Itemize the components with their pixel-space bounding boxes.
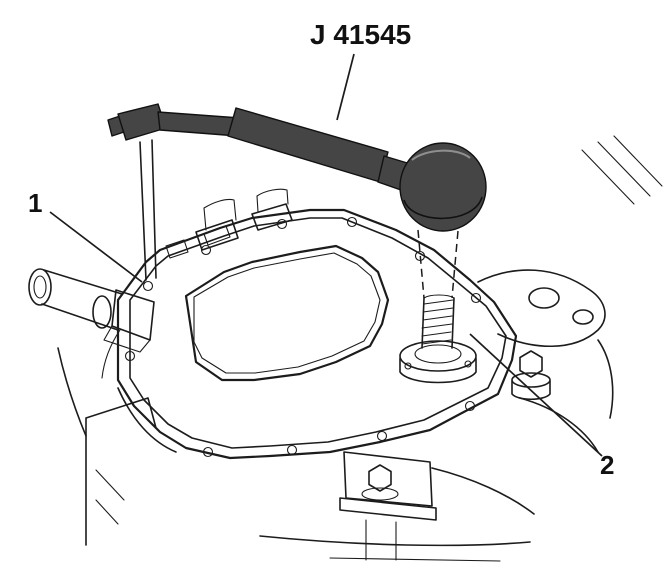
alignment-dash-right [451, 230, 459, 299]
rod-edge [151, 139, 157, 279]
bolt-hole [464, 400, 476, 412]
alignment-dash-left [417, 229, 425, 299]
left-guide-tube [28, 268, 155, 353]
stud-boss-outer [399, 340, 477, 372]
solenoid-bump-inner [203, 225, 231, 246]
bolt-hole [286, 444, 298, 456]
tube-collar [92, 295, 112, 329]
case-edge-right-lower [519, 397, 599, 453]
knob-base-curve [403, 196, 483, 220]
tool-knob [399, 142, 487, 232]
tool-label: J 41545 [310, 19, 411, 50]
cover-inner-gasket-edge [129, 217, 507, 449]
rod-edge [139, 141, 147, 281]
boss-bolt [404, 362, 412, 370]
case-edge-right [597, 339, 614, 419]
lower-left-hatch [95, 469, 125, 525]
stud-boss-cylinder [399, 357, 477, 384]
top-edge-tab [165, 239, 189, 259]
stud-threads [421, 294, 455, 345]
valve-body-cover [116, 188, 518, 460]
background-hatch-line [613, 135, 663, 187]
tube-top-edge [43, 269, 123, 295]
bottom-bracket [339, 451, 437, 561]
bracket-hole [528, 287, 560, 309]
bolt-hole [346, 216, 358, 228]
background-hatch-line [597, 141, 651, 197]
callout-1-label: 1 [28, 188, 42, 218]
knob-highlight [411, 149, 471, 161]
background-hatch-line [581, 149, 635, 205]
tool-left-rod [139, 139, 157, 281]
tool-handle [227, 107, 389, 183]
cover-solenoid-bumps [165, 188, 293, 259]
right-bracket-arm [477, 269, 606, 348]
cover-support-curve [117, 387, 177, 453]
bolt-hole [376, 430, 388, 442]
alignment-stud [399, 229, 477, 384]
callout-2-label: 2 [600, 450, 614, 480]
callout-1-leader [49, 211, 143, 283]
cover-bolt-holes [124, 216, 482, 458]
bracket-hex-bolt [368, 464, 392, 492]
lower-left-block [85, 397, 157, 546]
bolt-hole [142, 280, 154, 292]
tool-label-leader [336, 53, 355, 121]
bolt-hole [202, 446, 214, 458]
annotations: J 41545 1 2 [28, 19, 614, 480]
solenoid-body [256, 188, 289, 213]
stud-boss-inner [414, 344, 462, 364]
callout-2-leader [469, 333, 603, 457]
solenoid-bump [195, 219, 239, 251]
cover-opening-outer [184, 244, 390, 382]
bracket-plate [343, 451, 433, 507]
stud-sides [421, 297, 455, 349]
background-engine-lines [57, 135, 663, 562]
bracket-hole [572, 309, 594, 325]
right-hex-bolt [519, 350, 543, 378]
tube-end-cap [28, 268, 52, 306]
bracket-stud-lines [365, 519, 397, 561]
tube-fitting-flange [103, 325, 151, 353]
solenoid-bump [251, 203, 293, 231]
bracket-bolt-washer [361, 487, 399, 501]
bolt-hole [470, 292, 482, 304]
right-bolt-washer [511, 372, 551, 388]
bracket-foot [339, 497, 437, 521]
case-edge-bottom [259, 535, 531, 547]
cover-outer-gasket-edge [116, 208, 518, 460]
tube-end-bore [33, 275, 47, 299]
boss-bolt [464, 360, 472, 368]
solenoid-body [203, 198, 237, 231]
tube-bottom-edge [41, 303, 119, 331]
cover-opening-inner [193, 252, 381, 374]
bolt-hole [124, 350, 136, 362]
lower-left-curve [57, 347, 87, 437]
case-edge-bottom-2 [329, 557, 501, 562]
tool-j41545 [107, 103, 487, 232]
right-bolt-boss [511, 380, 551, 401]
case-edge-bottom-right [431, 467, 535, 515]
tool-shaft [157, 111, 241, 137]
